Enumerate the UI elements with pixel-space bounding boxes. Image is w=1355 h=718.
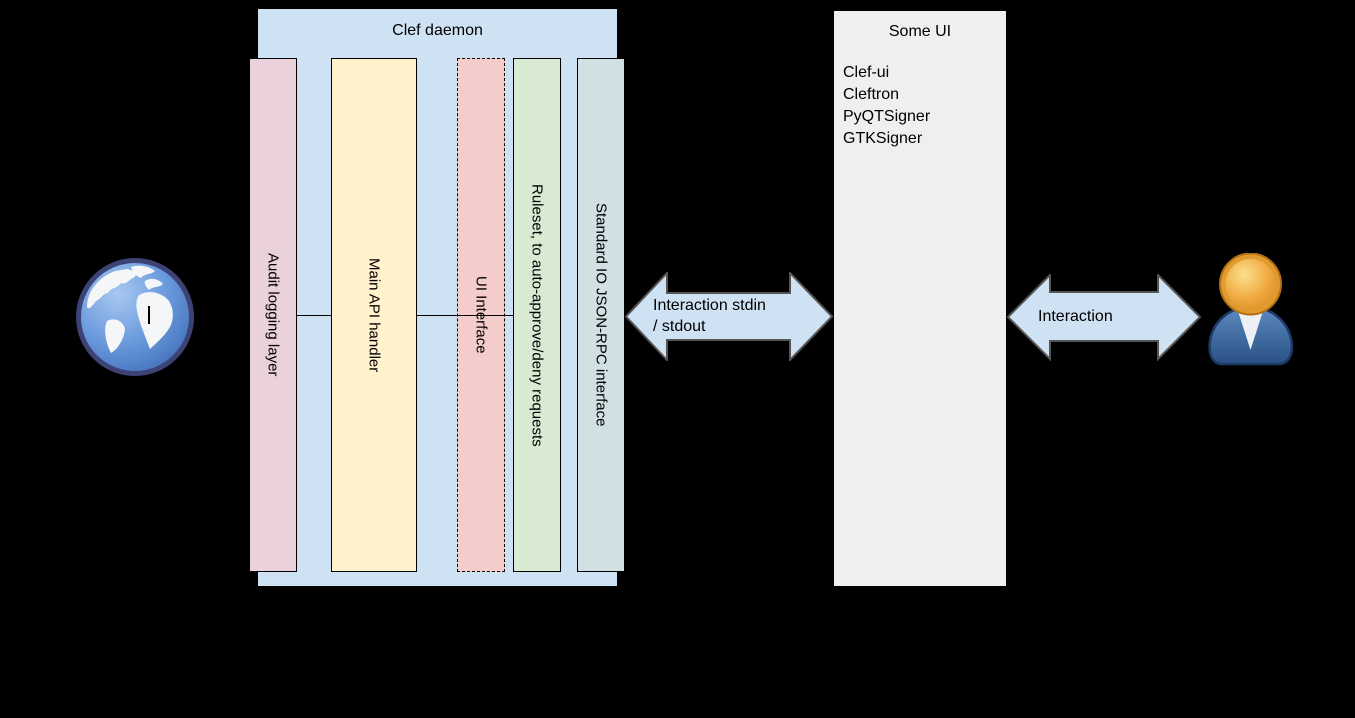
layer-stdio-jsonrpc-label: Standard IO JSON-RPC interface (592, 203, 610, 427)
interaction-arrow-label: Interaction (1038, 308, 1113, 325)
stdio-arrow (624, 272, 834, 361)
layer-audit-logging-label: Audit logging layer (264, 253, 282, 377)
some-ui-list: Clef-ui Cleftron PyQTSigner GTKSigner (834, 62, 1006, 150)
some-ui-title: Some UI (888, 23, 952, 40)
layer-ui-interface-label: UI Interface (472, 276, 490, 354)
stdio-arrow-label-line1: Interaction stdin (653, 297, 766, 314)
some-ui-item-pyqtsigner: PyQTSigner (843, 108, 931, 125)
some-ui-item-gtksigner: GTKSigner (843, 130, 923, 147)
layer-stdio-jsonrpc: Standard IO JSON-RPC interface (577, 58, 625, 572)
clef-daemon-box: Clef daemon (257, 8, 618, 587)
clef-daemon-title: Clef daemon (392, 22, 483, 39)
layer-main-api-handler-label: Main API handler (365, 257, 383, 373)
layer-main-api-handler: Main API handler (331, 58, 417, 572)
some-ui-item-cleftron: Cleftron (843, 86, 900, 103)
layer-audit-logging: Audit logging layer (249, 58, 297, 572)
interaction-arrow (1006, 274, 1202, 361)
layer-ruleset-label: Ruleset, to auto-approve/deny requests (528, 183, 546, 447)
some-ui-box: Some UI Clef-ui Cleftron PyQTSigner GTKS… (833, 10, 1007, 587)
stdio-arrow-label-line2: / stdout (653, 318, 706, 335)
globe-icon (76, 258, 194, 376)
layer-ruleset: Ruleset, to auto-approve/deny requests (513, 58, 561, 572)
stdio-arrow-label: Interaction stdin / stdout (653, 295, 766, 337)
some-ui-item-clef-ui: Clef-ui (843, 64, 890, 81)
user-icon (1208, 253, 1294, 366)
globe-connector-tick (148, 306, 150, 324)
